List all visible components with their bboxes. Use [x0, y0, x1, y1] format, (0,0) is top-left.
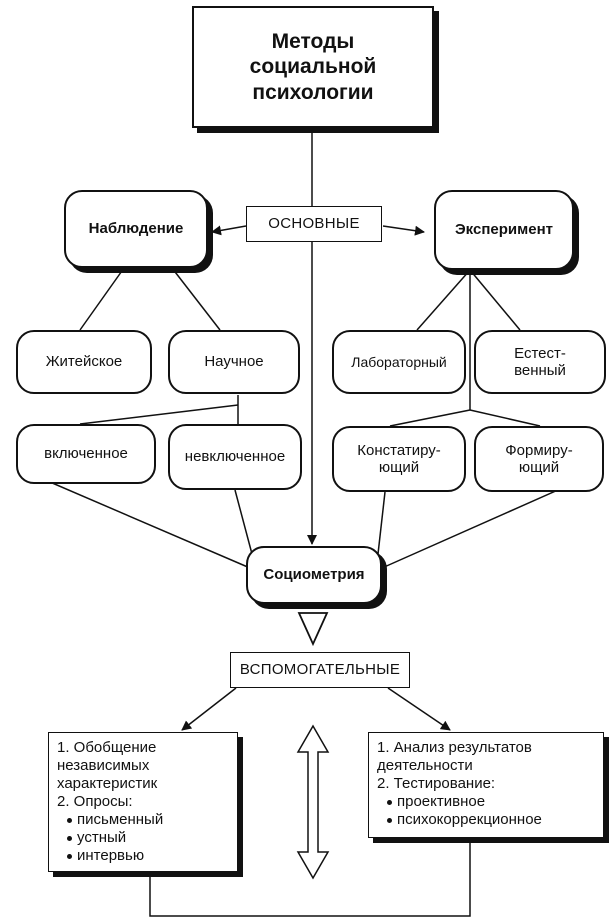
right-list-bullet: психокоррекционное	[377, 811, 595, 829]
node-everyday: Житейское	[16, 330, 152, 394]
node-forming-line-2: ющий	[518, 459, 560, 476]
main-methods-label: ОСНОВНЫЕ	[246, 206, 382, 242]
node-laboratory: Лабораторный	[332, 330, 466, 394]
node-ascertaining: Констатиру- ющий	[332, 426, 466, 492]
node-natural-line-2: венный	[514, 362, 566, 379]
right-list-item: 1. Анализ результатов	[377, 739, 532, 756]
node-forming-line-1: Формиру-	[505, 441, 573, 459]
node-experiment-text: Эксперимент	[455, 221, 553, 239]
node-sociometry-text: Социометрия	[263, 566, 365, 584]
node-included: включенное	[16, 424, 156, 484]
left-list-item: 2. Опросы:	[57, 793, 133, 810]
left-list-bullet: письменный	[57, 811, 229, 829]
left-list-item: независимых	[57, 757, 150, 774]
auxiliary-methods-label: ВСПОМОГАТЕЛЬНЫЕ	[230, 652, 410, 688]
node-experiment: Эксперимент	[434, 190, 574, 270]
node-not-included-text: невключенное	[184, 448, 286, 466]
node-everyday-text: Житейское	[45, 353, 123, 371]
right-list-item: 2. Тестирование:	[377, 775, 496, 792]
node-natural-line-1: Естест-	[514, 344, 566, 362]
node-sociometry: Социометрия	[246, 546, 382, 604]
auxiliary-list-right: 1. Анализ результатов деятельности 2. Те…	[368, 732, 604, 838]
right-list-item: деятельности	[377, 757, 473, 774]
left-list-item: 1. Обобщение	[57, 739, 157, 756]
title-line-3: психологии	[252, 80, 374, 104]
node-scientific-text: Научное	[204, 353, 264, 371]
main-methods-label-text: ОСНОВНЫЕ	[268, 215, 360, 233]
left-list-bullet: интервью	[57, 847, 229, 865]
auxiliary-methods-label-text: ВСПОМОГАТЕЛЬНЫЕ	[239, 661, 401, 679]
node-forming: Формиру- ющий	[474, 426, 604, 492]
node-ascertaining-line-2: ющий	[378, 459, 420, 476]
node-laboratory-text: Лабораторный	[351, 353, 447, 370]
left-list-bullet: устный	[57, 829, 229, 847]
title-line-1: Методы	[271, 30, 355, 54]
diagram-title: Методы социальной психологии	[192, 6, 434, 128]
node-not-included: невключенное	[168, 424, 302, 490]
right-list-bullet: проективное	[377, 793, 595, 811]
left-list-item: характеристик	[57, 775, 158, 792]
node-natural: Естест- венный	[474, 330, 606, 394]
title-line-2: социальной	[249, 55, 377, 79]
auxiliary-list-left: 1. Обобщение независимых характеристик 2…	[48, 732, 238, 872]
node-observation-text: Наблюдение	[88, 220, 184, 238]
node-scientific: Научное	[168, 330, 300, 394]
node-observation: Наблюдение	[64, 190, 208, 268]
node-ascertaining-line-1: Констатиру-	[357, 441, 441, 459]
node-included-text: включенное	[44, 445, 128, 463]
